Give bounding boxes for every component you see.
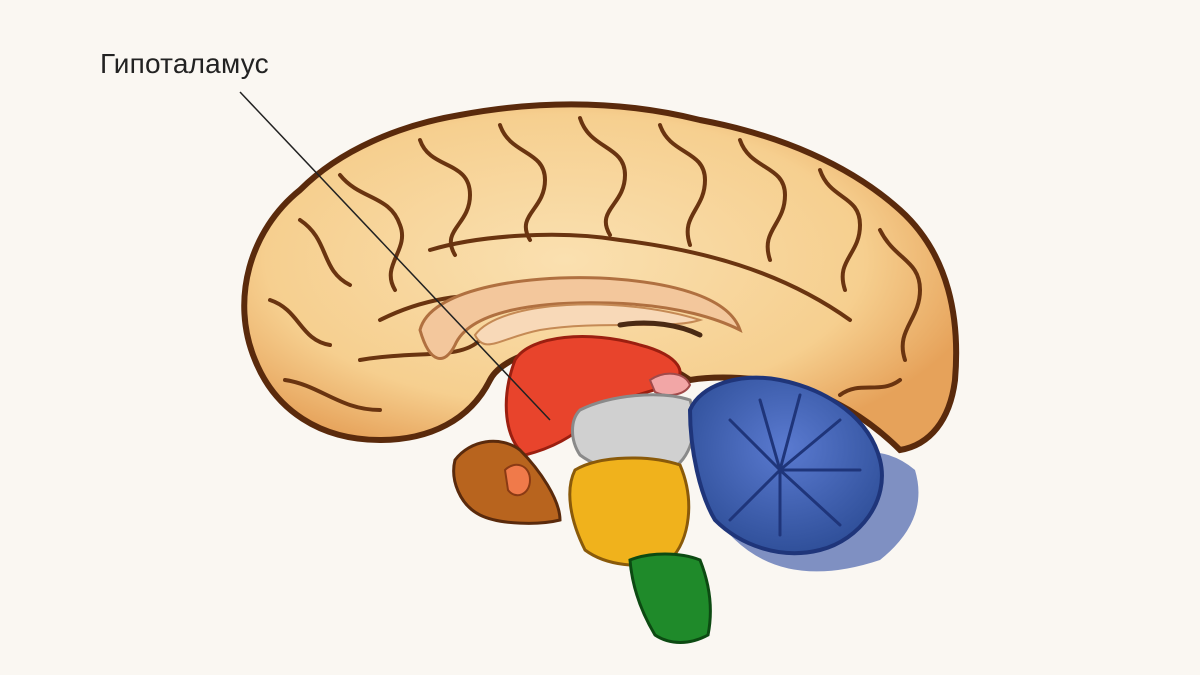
cerebellum-folia	[728, 393, 862, 537]
ventricle-dark-line	[617, 320, 703, 338]
pineal-region	[648, 372, 692, 397]
hypothalamus-leader-line	[239, 91, 551, 421]
corpus-callosum	[418, 276, 743, 360]
cortex-sulci	[268, 116, 923, 412]
pituitary-gland	[503, 463, 532, 497]
medulla-oblongata	[628, 552, 712, 644]
pons	[568, 456, 691, 567]
hypothalamus-label: Гипоталамус	[100, 48, 269, 79]
